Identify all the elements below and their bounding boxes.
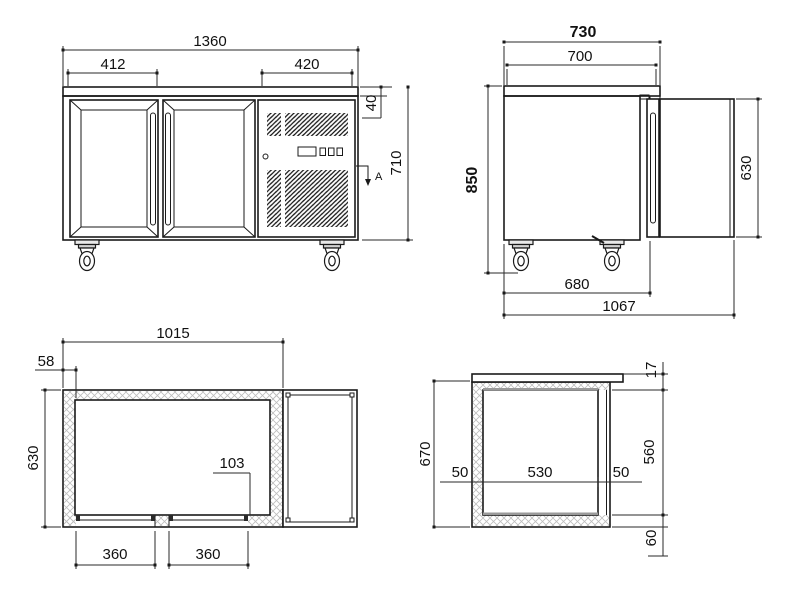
button-2 <box>328 147 335 156</box>
front-dimensions: 1360 412 420 40 710 A <box>61 33 413 242</box>
machine-panel <box>257 99 356 238</box>
dim-section-overall-height: 670 <box>417 441 434 466</box>
section-dimensions: 670 50 530 50 17 560 60 <box>417 362 668 557</box>
door-stops <box>76 515 248 521</box>
caster-wheel <box>508 239 534 272</box>
dim-plan-cabinet-depth: 630 <box>25 445 42 470</box>
dim-plan-right-offset-leader: 103 <box>213 455 251 515</box>
lock-icon <box>262 153 269 160</box>
left-door-handle <box>150 112 156 226</box>
plan-view <box>62 389 358 528</box>
interior-top-liner <box>483 388 598 391</box>
button-3 <box>336 147 343 156</box>
section-worktop <box>471 373 624 383</box>
dim-section-base-height: 60 <box>643 530 660 547</box>
plan-insulation <box>64 391 282 526</box>
caster-wheel <box>319 239 345 272</box>
dim-front-door-width: 412 <box>100 56 125 73</box>
dim-side-overall-height: 850 <box>464 167 481 194</box>
dim-section-right-wall: 50 <box>613 464 630 481</box>
display-window <box>297 146 317 157</box>
dim-side-door-height: 630 <box>738 155 755 180</box>
dim-side-caster-spacing: 680 <box>564 276 589 293</box>
dim-side-body-depth: 700 <box>567 48 592 65</box>
dim-plan-right-door-opening: 360 <box>195 546 220 563</box>
section-insulation <box>473 383 609 526</box>
section-view <box>471 373 624 528</box>
side-cabinet <box>503 85 735 241</box>
dim-section-interior-width: 530 <box>527 464 552 481</box>
dim-plan-left-door-opening: 360 <box>102 546 127 563</box>
plan-dimensions: 1015 58 630 103 360 360 <box>25 325 285 569</box>
section-body <box>471 381 611 528</box>
right-door-handle <box>165 112 171 226</box>
front-view <box>62 86 359 272</box>
ventilation-grille <box>267 113 348 227</box>
dim-side-overall-depth: 730 <box>570 24 597 41</box>
front-cabinet <box>62 86 359 241</box>
section-marker: A <box>356 165 383 186</box>
dim-section-interior-height: 560 <box>641 439 658 464</box>
interior-bottom-liner <box>483 512 598 515</box>
caster-brake-lever <box>591 235 605 244</box>
caster-wheel <box>599 239 625 272</box>
side-dimensions: 730 700 850 630 680 1067 <box>464 24 762 319</box>
dim-front-machine-width: 420 <box>294 56 319 73</box>
section-marker-label: A <box>375 171 383 183</box>
dim-front-body-height: 710 <box>388 150 405 175</box>
control-panel <box>262 146 343 160</box>
door-hinge <box>639 94 650 100</box>
plan-cabinet-outline <box>62 389 284 528</box>
dim-section-left-wall: 50 <box>452 464 469 481</box>
dim-plan-right-offset: 103 <box>219 455 244 472</box>
dim-front-overall-width: 1360 <box>193 33 226 50</box>
dim-plan-wall-thickness: 58 <box>38 353 55 370</box>
side-door-handle <box>650 112 656 224</box>
dim-front-worktop-height: 40 <box>363 95 380 112</box>
dim-side-depth-door-open: 1067 <box>602 298 635 315</box>
button-1 <box>319 147 326 156</box>
open-door-panel <box>659 98 735 238</box>
dim-plan-cabinet-width: 1015 <box>156 325 189 342</box>
dim-section-worktop-edge: 17 <box>643 362 660 379</box>
plan-machine-compartment <box>282 389 358 528</box>
side-view <box>503 85 735 272</box>
caster-wheel <box>74 239 100 272</box>
